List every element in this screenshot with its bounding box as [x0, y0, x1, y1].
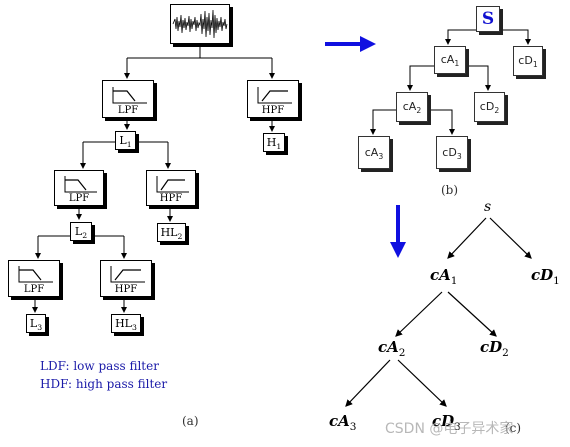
hpf-level1-box: HPF — [247, 80, 299, 118]
c-s-text: s — [484, 199, 492, 215]
c-cd3-label: cD3 — [432, 412, 461, 433]
h1-sub: 1 — [276, 142, 282, 152]
c-ca3-sub: 3 — [349, 421, 357, 433]
b-cd3-label: cD — [442, 146, 457, 159]
lowpass-icon — [64, 176, 97, 193]
b-s-label: S — [481, 9, 495, 29]
hpf-level2-box: HPF — [146, 170, 196, 206]
b-cd3-sub: 3 — [456, 152, 462, 162]
lpf-level2-label: LPF — [68, 193, 90, 204]
c-ca1-sub: 1 — [450, 275, 458, 287]
lpf-level1-label: LPF — [117, 105, 139, 116]
l3-label: L — [29, 317, 38, 330]
caption-c: (c) — [505, 421, 522, 435]
hpf-level2-label: HPF — [159, 193, 183, 204]
b-cd2-box: cD2 — [474, 92, 505, 122]
l1-sub: 1 — [126, 140, 132, 150]
h1-label: H — [266, 136, 277, 149]
panel-b-connectors — [370, 29, 531, 135]
hpf-level3-box: HPF — [100, 260, 152, 297]
l2-sub: 2 — [82, 231, 88, 241]
b-ca1-sub: 1 — [454, 59, 460, 69]
lpf-level3-label: LPF — [23, 284, 45, 295]
b-cd2-sub: 2 — [494, 106, 500, 116]
b-ca3-box: cA3 — [358, 136, 390, 169]
lpf-level1-box: LPF — [102, 80, 154, 118]
c-cd1-text: cD — [531, 266, 554, 284]
hl2-box: HL2 — [157, 223, 186, 242]
c-cd1-sub: 1 — [553, 275, 560, 287]
b-cd1-sub: 1 — [532, 60, 538, 70]
lowpass-icon — [18, 266, 53, 283]
b-s-box: S — [476, 6, 500, 32]
c-ca1-label: cA1 — [430, 266, 457, 287]
c-cd2-sub: 2 — [502, 347, 509, 359]
panel-a-connectors — [32, 42, 275, 313]
c-cd3-sub: 3 — [454, 421, 461, 433]
lpf-level2-box: LPF — [54, 170, 104, 206]
c-cd3-text: cD — [432, 412, 455, 430]
c-ca2-text: cA — [378, 338, 399, 356]
b-ca2-label: cA — [402, 100, 417, 113]
c-ca1-text: cA — [430, 266, 451, 284]
c-s-label: s — [484, 199, 491, 215]
hl2-sub: 2 — [177, 232, 183, 242]
b-cd3-box: cD3 — [436, 136, 468, 169]
c-ca3-label: cA3 — [329, 412, 356, 433]
caption-b: (b) — [441, 183, 459, 197]
highpass-icon — [156, 176, 189, 193]
c-cd1-label: cD1 — [531, 266, 560, 287]
c-cd2-text: cD — [480, 338, 503, 356]
lpf-level3-box: LPF — [8, 260, 60, 297]
l2-box: L2 — [70, 222, 92, 241]
b-cd2-label: cD — [479, 100, 495, 113]
b-ca2-box: cA2 — [396, 92, 428, 122]
h1-box: H1 — [263, 133, 285, 152]
c-cd2-label: cD2 — [480, 338, 509, 359]
highpass-icon — [257, 87, 292, 104]
legend-hdf: HDF: high pass filter — [40, 377, 168, 391]
highpass-icon — [110, 266, 145, 283]
b-ca2-sub: 2 — [416, 106, 422, 116]
l1-box: L1 — [115, 131, 136, 150]
c-ca2-label: cA2 — [378, 338, 405, 359]
blue-arrows — [325, 36, 406, 258]
b-ca3-label: cA — [364, 146, 379, 159]
signal-waveform-icon — [172, 9, 228, 39]
legend-ldf: LDF: low pass filter — [40, 359, 159, 373]
hl3-label: HL — [115, 317, 132, 330]
b-ca1-box: cA1 — [434, 46, 466, 74]
b-ca1-label: cA — [440, 53, 455, 66]
lowpass-icon — [112, 87, 147, 104]
b-ca3-sub: 3 — [378, 152, 384, 162]
l3-sub: 3 — [37, 323, 43, 333]
c-ca2-sub: 2 — [398, 347, 406, 359]
watermark: CSDN @电子异术家 — [385, 421, 514, 437]
l2-label: L — [74, 225, 83, 238]
b-cd1-label: cD — [518, 54, 533, 67]
signal-box — [170, 4, 230, 44]
hl3-box: HL3 — [111, 314, 141, 333]
l1-label: L — [119, 134, 127, 147]
hl2-label: HL — [160, 226, 178, 239]
hpf-level1-label: HPF — [261, 105, 285, 116]
hl3-sub: 3 — [132, 323, 137, 333]
l3-box: L3 — [26, 314, 46, 333]
c-ca3-text: cA — [329, 412, 350, 430]
caption-a: (a) — [182, 414, 199, 428]
hpf-level3-label: HPF — [114, 284, 138, 295]
b-cd1-box: cD1 — [513, 46, 543, 76]
panel-c-tree — [345, 217, 532, 407]
